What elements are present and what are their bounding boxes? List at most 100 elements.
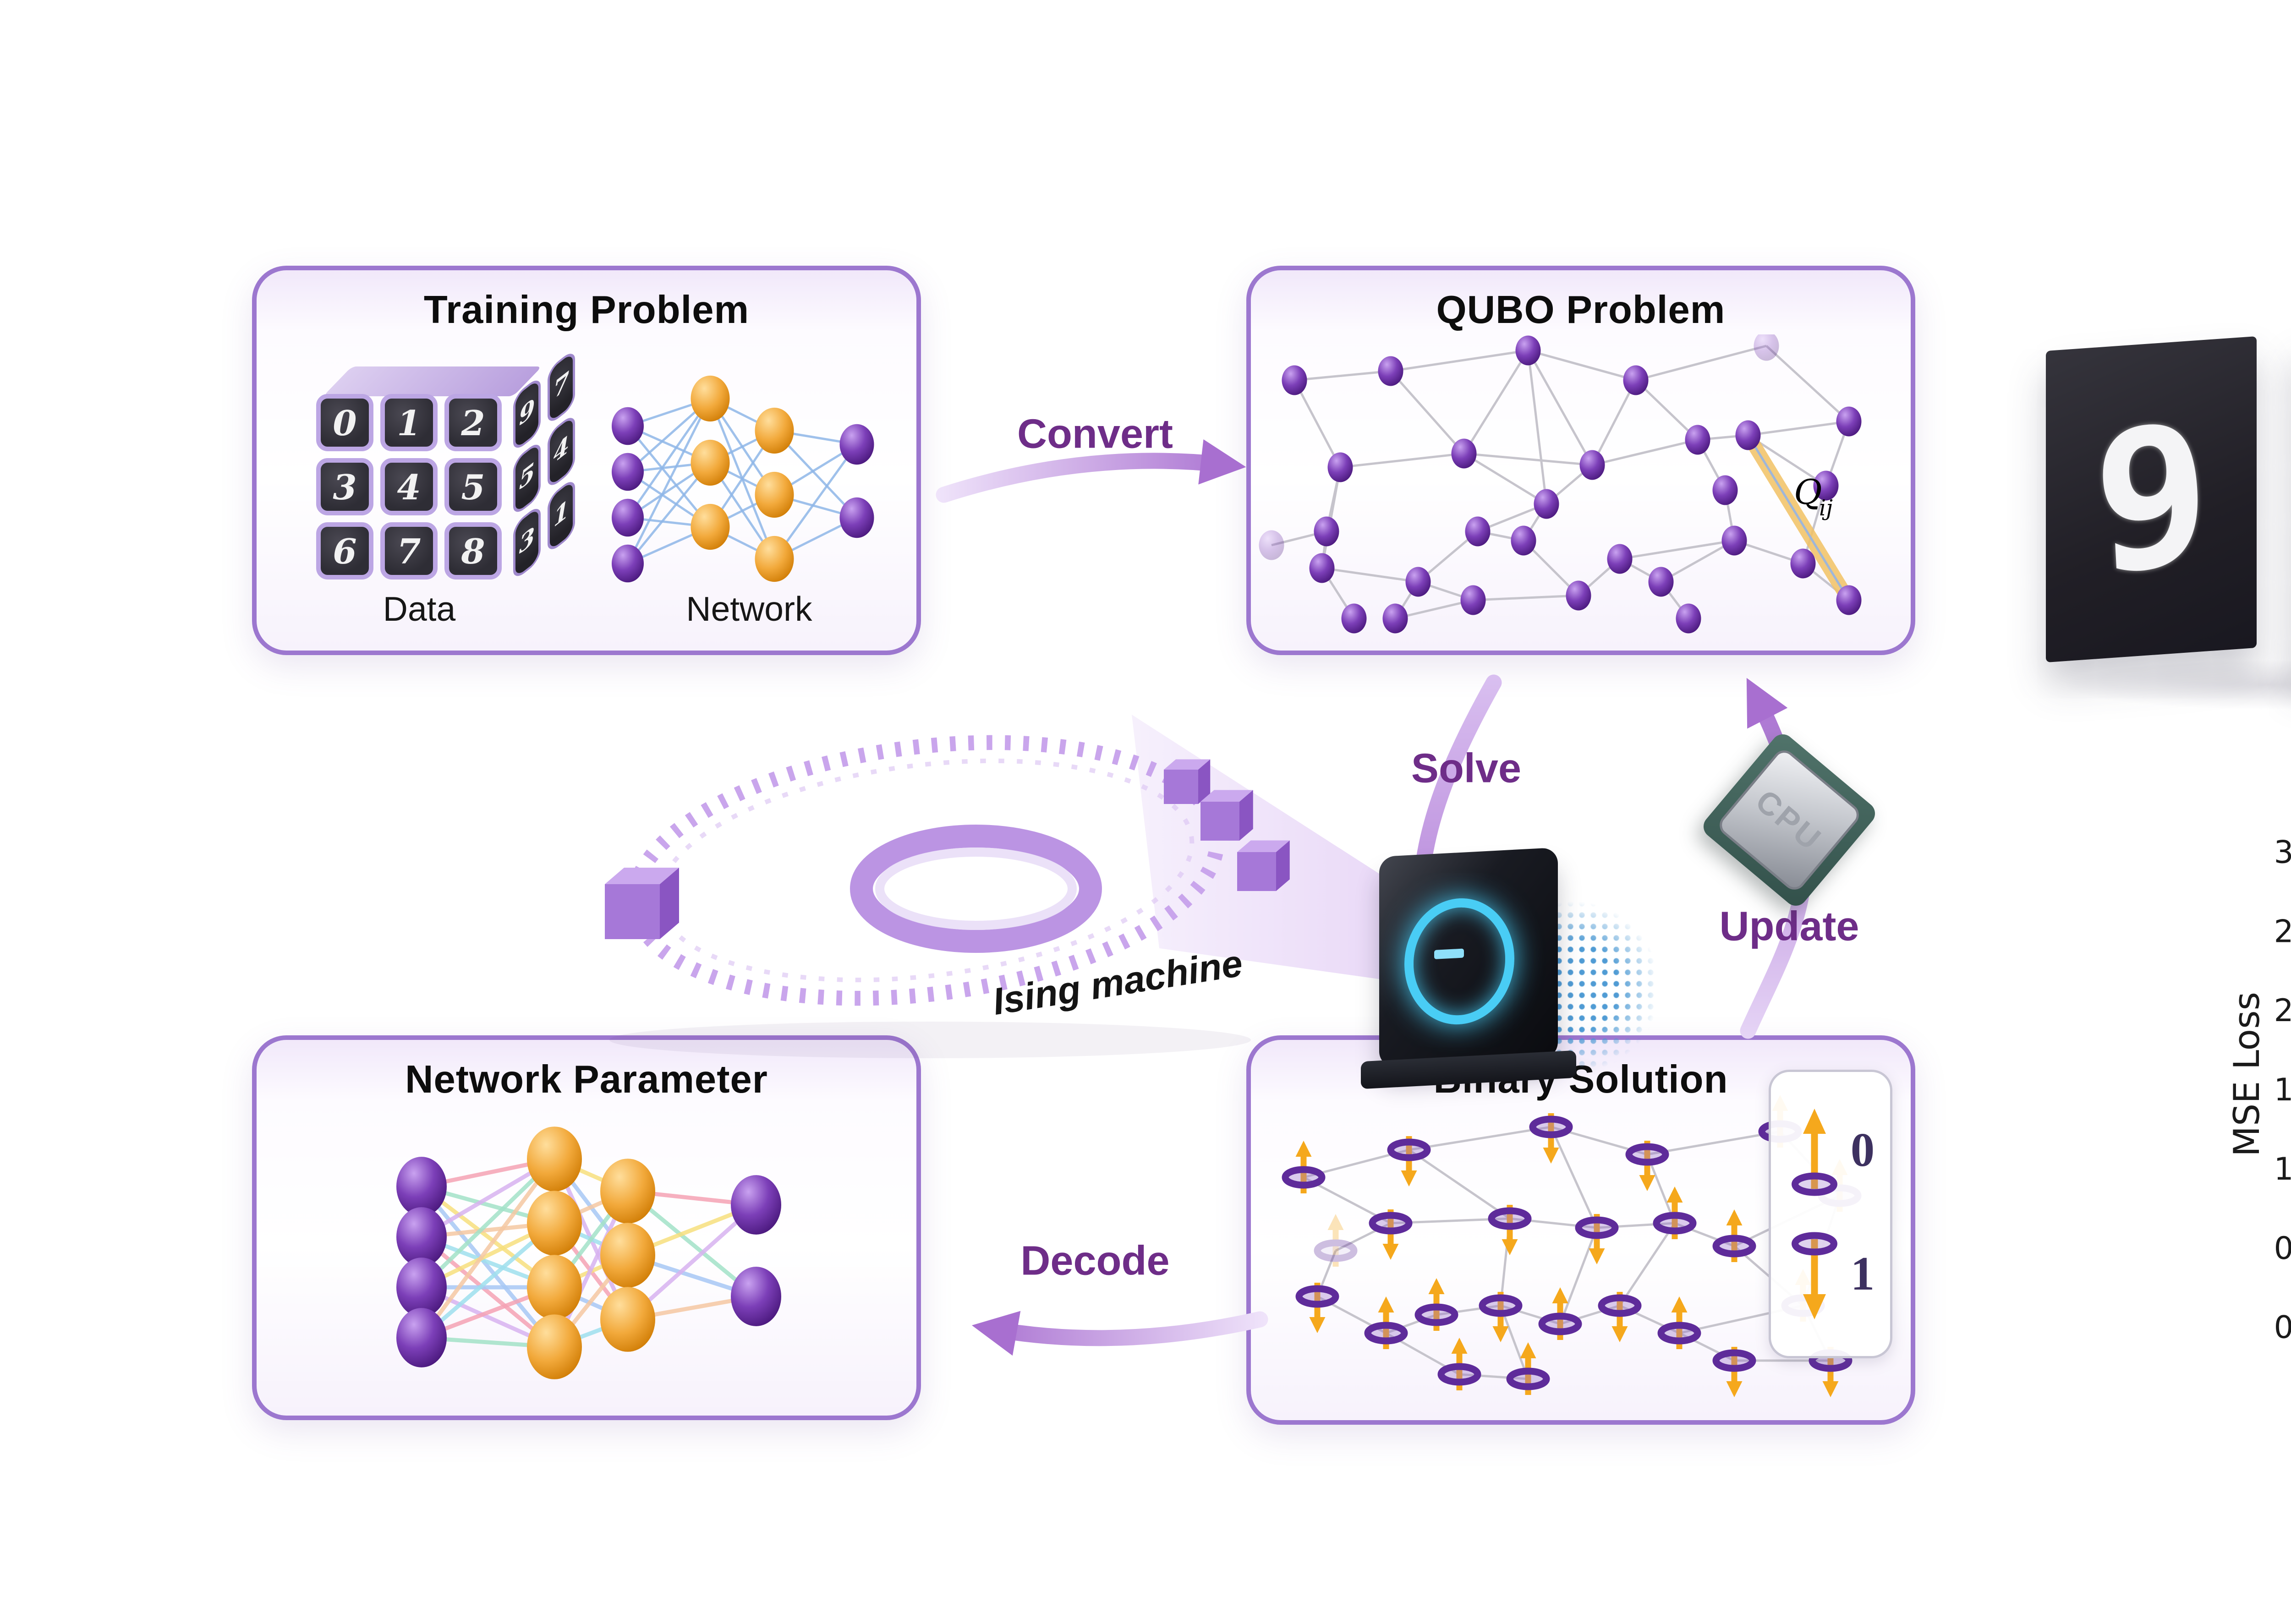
- net-node: [755, 471, 794, 518]
- net-node: [755, 536, 794, 582]
- y-tick-label: 3.0: [2274, 834, 2291, 870]
- qubo-node: [1721, 525, 1747, 556]
- y-axis-label: MSE Loss: [2227, 992, 2268, 1157]
- net-node: [612, 544, 644, 583]
- spin-node: [1712, 1209, 1756, 1262]
- mse-loss-chart: 10−11001010.00.51.01.52.02.53.0MSE LossT…: [2226, 770, 2291, 1493]
- fiber-loop-inner-edge: [657, 758, 1195, 983]
- qubo-node: [1382, 603, 1408, 634]
- net-node: [731, 1175, 781, 1235]
- qubo-node: [1579, 450, 1605, 480]
- network-parameter-box: Network Parameter: [252, 1035, 921, 1420]
- spin-legend-one: 1: [1850, 1245, 1875, 1300]
- qubo-node: [1515, 335, 1541, 366]
- net-node: [691, 375, 730, 422]
- net-edge: [626, 398, 712, 519]
- net-edge: [420, 1185, 556, 1348]
- spin-node: [1364, 1296, 1408, 1349]
- qubo-node: [1676, 603, 1701, 634]
- training-problem-title: Training Problem: [423, 289, 750, 332]
- qubo-node: [1405, 567, 1431, 597]
- cube-digit: 2: [444, 394, 502, 451]
- cube-digit: 1: [380, 394, 438, 451]
- spin-node: [1653, 1187, 1697, 1239]
- net-edge: [420, 1158, 556, 1339]
- ring-resonator: [850, 825, 1102, 953]
- spin-node: [1538, 1287, 1582, 1340]
- y-tick-label: 0.0: [2274, 1309, 2291, 1345]
- qubo-node: [1534, 489, 1559, 519]
- net-node: [396, 1308, 447, 1367]
- qubo-node: [1341, 603, 1367, 634]
- net-node: [527, 1255, 582, 1320]
- qubo-problem-title: QUBO Problem: [1436, 289, 1726, 332]
- net-node: [612, 453, 644, 491]
- device-logo: [1434, 948, 1464, 959]
- binary-solution-box: Binary Solution 0 1: [1246, 1035, 1915, 1425]
- ising-machine-illustration: [605, 715, 1388, 1058]
- cpu-chip-label: CPU: [1748, 782, 1830, 858]
- qubo-node: [1309, 553, 1335, 583]
- net-node: [600, 1223, 655, 1288]
- qubo-problem-box: QUBO Problem Q ij: [1246, 266, 1915, 655]
- parameter-network-illustration: [396, 1126, 781, 1379]
- qubo-node: [1378, 356, 1403, 386]
- net-node: [527, 1126, 582, 1192]
- spin-legend: 0 1: [1769, 1070, 1892, 1358]
- net-node: [396, 1157, 447, 1216]
- qubo-node: [1623, 365, 1649, 395]
- cube-digit: 8: [444, 522, 502, 580]
- spin-node: [1598, 1292, 1642, 1342]
- net-node: [755, 407, 794, 454]
- spin-node: [1437, 1338, 1481, 1390]
- net-node: [612, 407, 644, 445]
- decode-arrow: [971, 1311, 1268, 1356]
- y-tick-label: 2.5: [2274, 913, 2291, 949]
- net-node: [600, 1159, 655, 1224]
- qubo-node: [1314, 516, 1339, 547]
- qubo-node: [1648, 567, 1674, 597]
- chart-svg: 10−11001010.00.51.01.52.02.53.0MSE LossT…: [2226, 834, 2291, 1345]
- net-edge: [627, 462, 711, 564]
- qubo-graph-illustration: Q ij: [1259, 334, 1862, 634]
- spin-up-icon: [1791, 1109, 1837, 1196]
- net-node: [731, 1267, 781, 1326]
- spin-node: [1295, 1283, 1339, 1333]
- qubo-node: [1465, 516, 1491, 547]
- net-edge: [420, 1157, 556, 1289]
- solve-label: Solve: [1411, 745, 1522, 792]
- spin-node: [1369, 1209, 1413, 1260]
- training-network-illustration: [612, 375, 874, 583]
- qubo-node: [1566, 580, 1591, 611]
- net-node: [600, 1287, 655, 1352]
- spin-legend-zero: 0: [1850, 1121, 1875, 1176]
- spin-node: [1488, 1205, 1532, 1255]
- qubo-node: [1754, 334, 1779, 361]
- net-node: [396, 1207, 447, 1267]
- net-node: [839, 424, 874, 465]
- y-tick-label: 1.5: [2274, 1072, 2291, 1108]
- qubo-node: [1327, 452, 1353, 482]
- cube-digit: 5: [444, 458, 502, 515]
- data-label: Data: [383, 591, 456, 630]
- net-node: [691, 439, 730, 486]
- update-label: Update: [1719, 903, 1859, 950]
- net-edge: [773, 443, 858, 560]
- cube-side-digit: 4: [548, 412, 575, 491]
- qubo-node: [1460, 585, 1486, 615]
- qubo-node: [1259, 530, 1284, 560]
- cube-digit: 3: [316, 458, 373, 515]
- y-tick-label: 1.0: [2274, 1151, 2291, 1187]
- network-parameter-title: Network Parameter: [405, 1058, 768, 1102]
- cube-digit: 4: [380, 458, 438, 515]
- net-node: [691, 503, 730, 550]
- spin-down-icon: [1791, 1232, 1837, 1319]
- network-label: Network: [686, 591, 812, 630]
- spin-node: [1387, 1136, 1431, 1187]
- spin-node: [1529, 1113, 1573, 1164]
- cube-digit: 6: [316, 522, 373, 580]
- spin-node: [1575, 1214, 1619, 1264]
- qubo-node: [1813, 470, 1839, 501]
